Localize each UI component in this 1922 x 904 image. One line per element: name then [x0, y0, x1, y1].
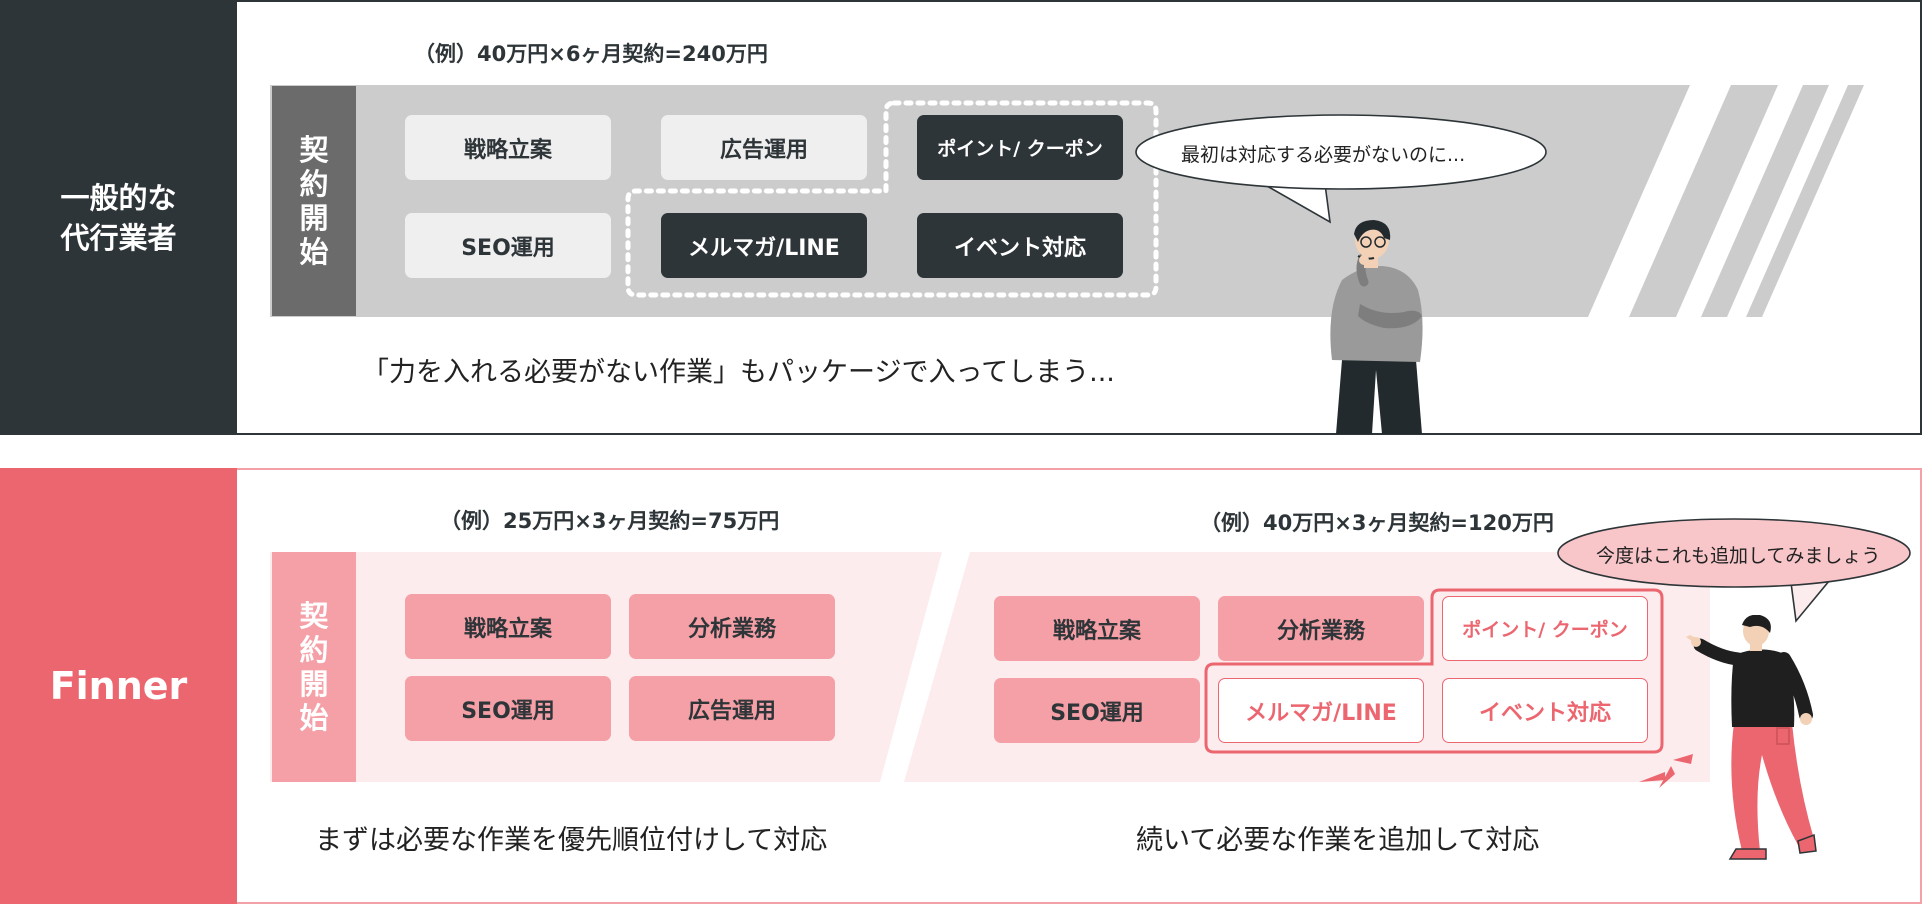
general-contract-start-label: 契 約 開 始 — [272, 86, 356, 316]
task-newsletter-line: メルマガ/LINE — [661, 213, 867, 278]
general-speech-bubble — [1135, 114, 1552, 224]
phase2-task-strategy: 戦略立案 — [994, 596, 1200, 661]
task-events: イベント対応 — [917, 213, 1123, 278]
general-example-caption: （例）40万円×6ヶ月契約=240万円 — [414, 42, 768, 66]
phase1-task-analysis: 分析業務 — [629, 594, 835, 659]
general-speech-text: 最初は対応する必要がないのに... — [1181, 144, 1466, 166]
finner-speech-text: 今度はこれも追加してみましょう — [1596, 545, 1881, 567]
finner-footer-text-2: 続いて必要な作業を追加して対応 — [1136, 825, 1540, 856]
unneeded-tasks-outline — [625, 100, 1159, 298]
finner-footer-text-1: まずは必要な作業を優先順位付けして対応 — [315, 825, 828, 856]
finner-label: Finner — [49, 664, 188, 708]
burst-accent — [1639, 754, 1693, 788]
phase2-task-newsletter-line: メルマガ/LINE — [1218, 678, 1424, 743]
task-ads: 広告運用 — [661, 115, 867, 180]
general-footer-text: 「力を入れる必要がない作業」もパッケージで入ってしまう... — [362, 357, 1115, 388]
general-agency-label: 一般的な 代行業者 — [60, 180, 177, 255]
finner-example-caption-2: （例）40万円×3ヶ月契約=120万円 — [1200, 511, 1554, 535]
pointing-person-illustration — [1686, 615, 1817, 860]
phase1-task-ads: 広告運用 — [629, 676, 835, 741]
task-strategy: 戦略立案 — [405, 115, 611, 180]
phase2-task-seo: SEO運用 — [994, 678, 1200, 743]
finner-contract-start-label: 契 約 開 始 — [272, 552, 356, 782]
phase2-task-analysis: 分析業務 — [1218, 596, 1424, 661]
task-points-coupons: ポイント/ クーポン — [917, 115, 1123, 180]
finner-speech-bubble — [1557, 518, 1911, 623]
task-seo: SEO運用 — [405, 213, 611, 278]
general-agency-side: 一般的な 代行業者 — [0, 0, 237, 435]
added-tasks-outline — [1204, 588, 1664, 754]
phase1-task-strategy: 戦略立案 — [405, 594, 611, 659]
phase2-task-points-coupons: ポイント/ クーポン — [1442, 596, 1648, 661]
finner-example-caption-1: （例）25万円×3ヶ月契約=75万円 — [440, 509, 780, 533]
finner-side: Finner — [0, 468, 237, 904]
phase2-task-events: イベント対応 — [1442, 678, 1648, 743]
phase1-task-seo: SEO運用 — [405, 676, 611, 741]
thinking-person-illustration — [1330, 220, 1423, 434]
